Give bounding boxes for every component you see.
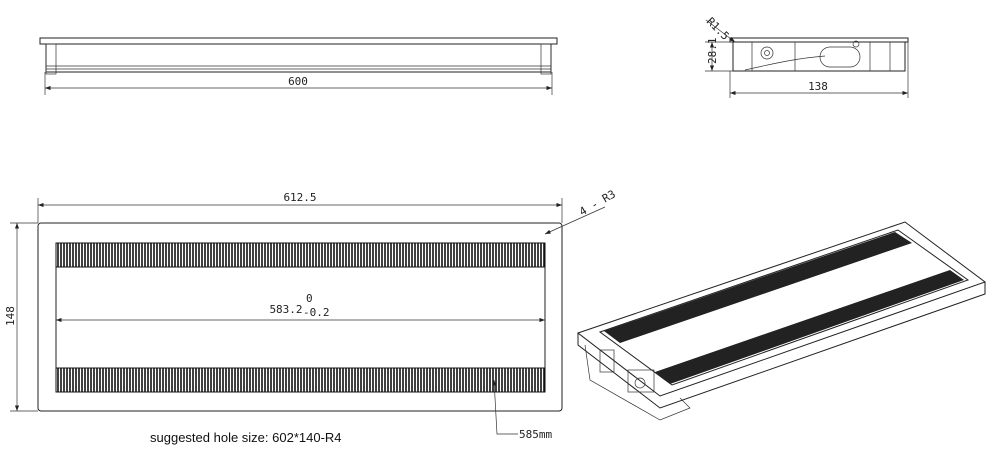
outer-height-dimension: 148 (4, 306, 17, 326)
tolerance-lower: -0.2 (303, 306, 330, 319)
side-height-dimension: 28.1 (706, 38, 719, 65)
side-width-dimension: 138 (808, 80, 828, 93)
front-elevation-view: 600 (39, 37, 558, 95)
top-brush-strip (55, 242, 546, 268)
outer-width-dimension: 612.5 (283, 191, 316, 204)
iso-top-brush (604, 232, 912, 343)
suggested-hole-size-caption: suggested hole size: 602*140-R4 (150, 430, 342, 445)
side-section-view: 28.1 R1.5 138 (704, 15, 909, 98)
top-width-dimension: 600 (288, 75, 308, 88)
inner-width-dimension: 583.2 (269, 303, 302, 316)
tolerance-upper: 0 (306, 292, 313, 305)
corner-radius-label: 4 - R3 (577, 187, 618, 218)
bottom-brush-strip (55, 367, 546, 393)
isometric-view (576, 221, 987, 421)
iso-bottom-brush (655, 270, 964, 384)
plan-view: 612.5 148 583.2 0 -0.2 4 - R3 585mm (4, 187, 618, 441)
brush-length-label: 585mm (519, 428, 552, 441)
